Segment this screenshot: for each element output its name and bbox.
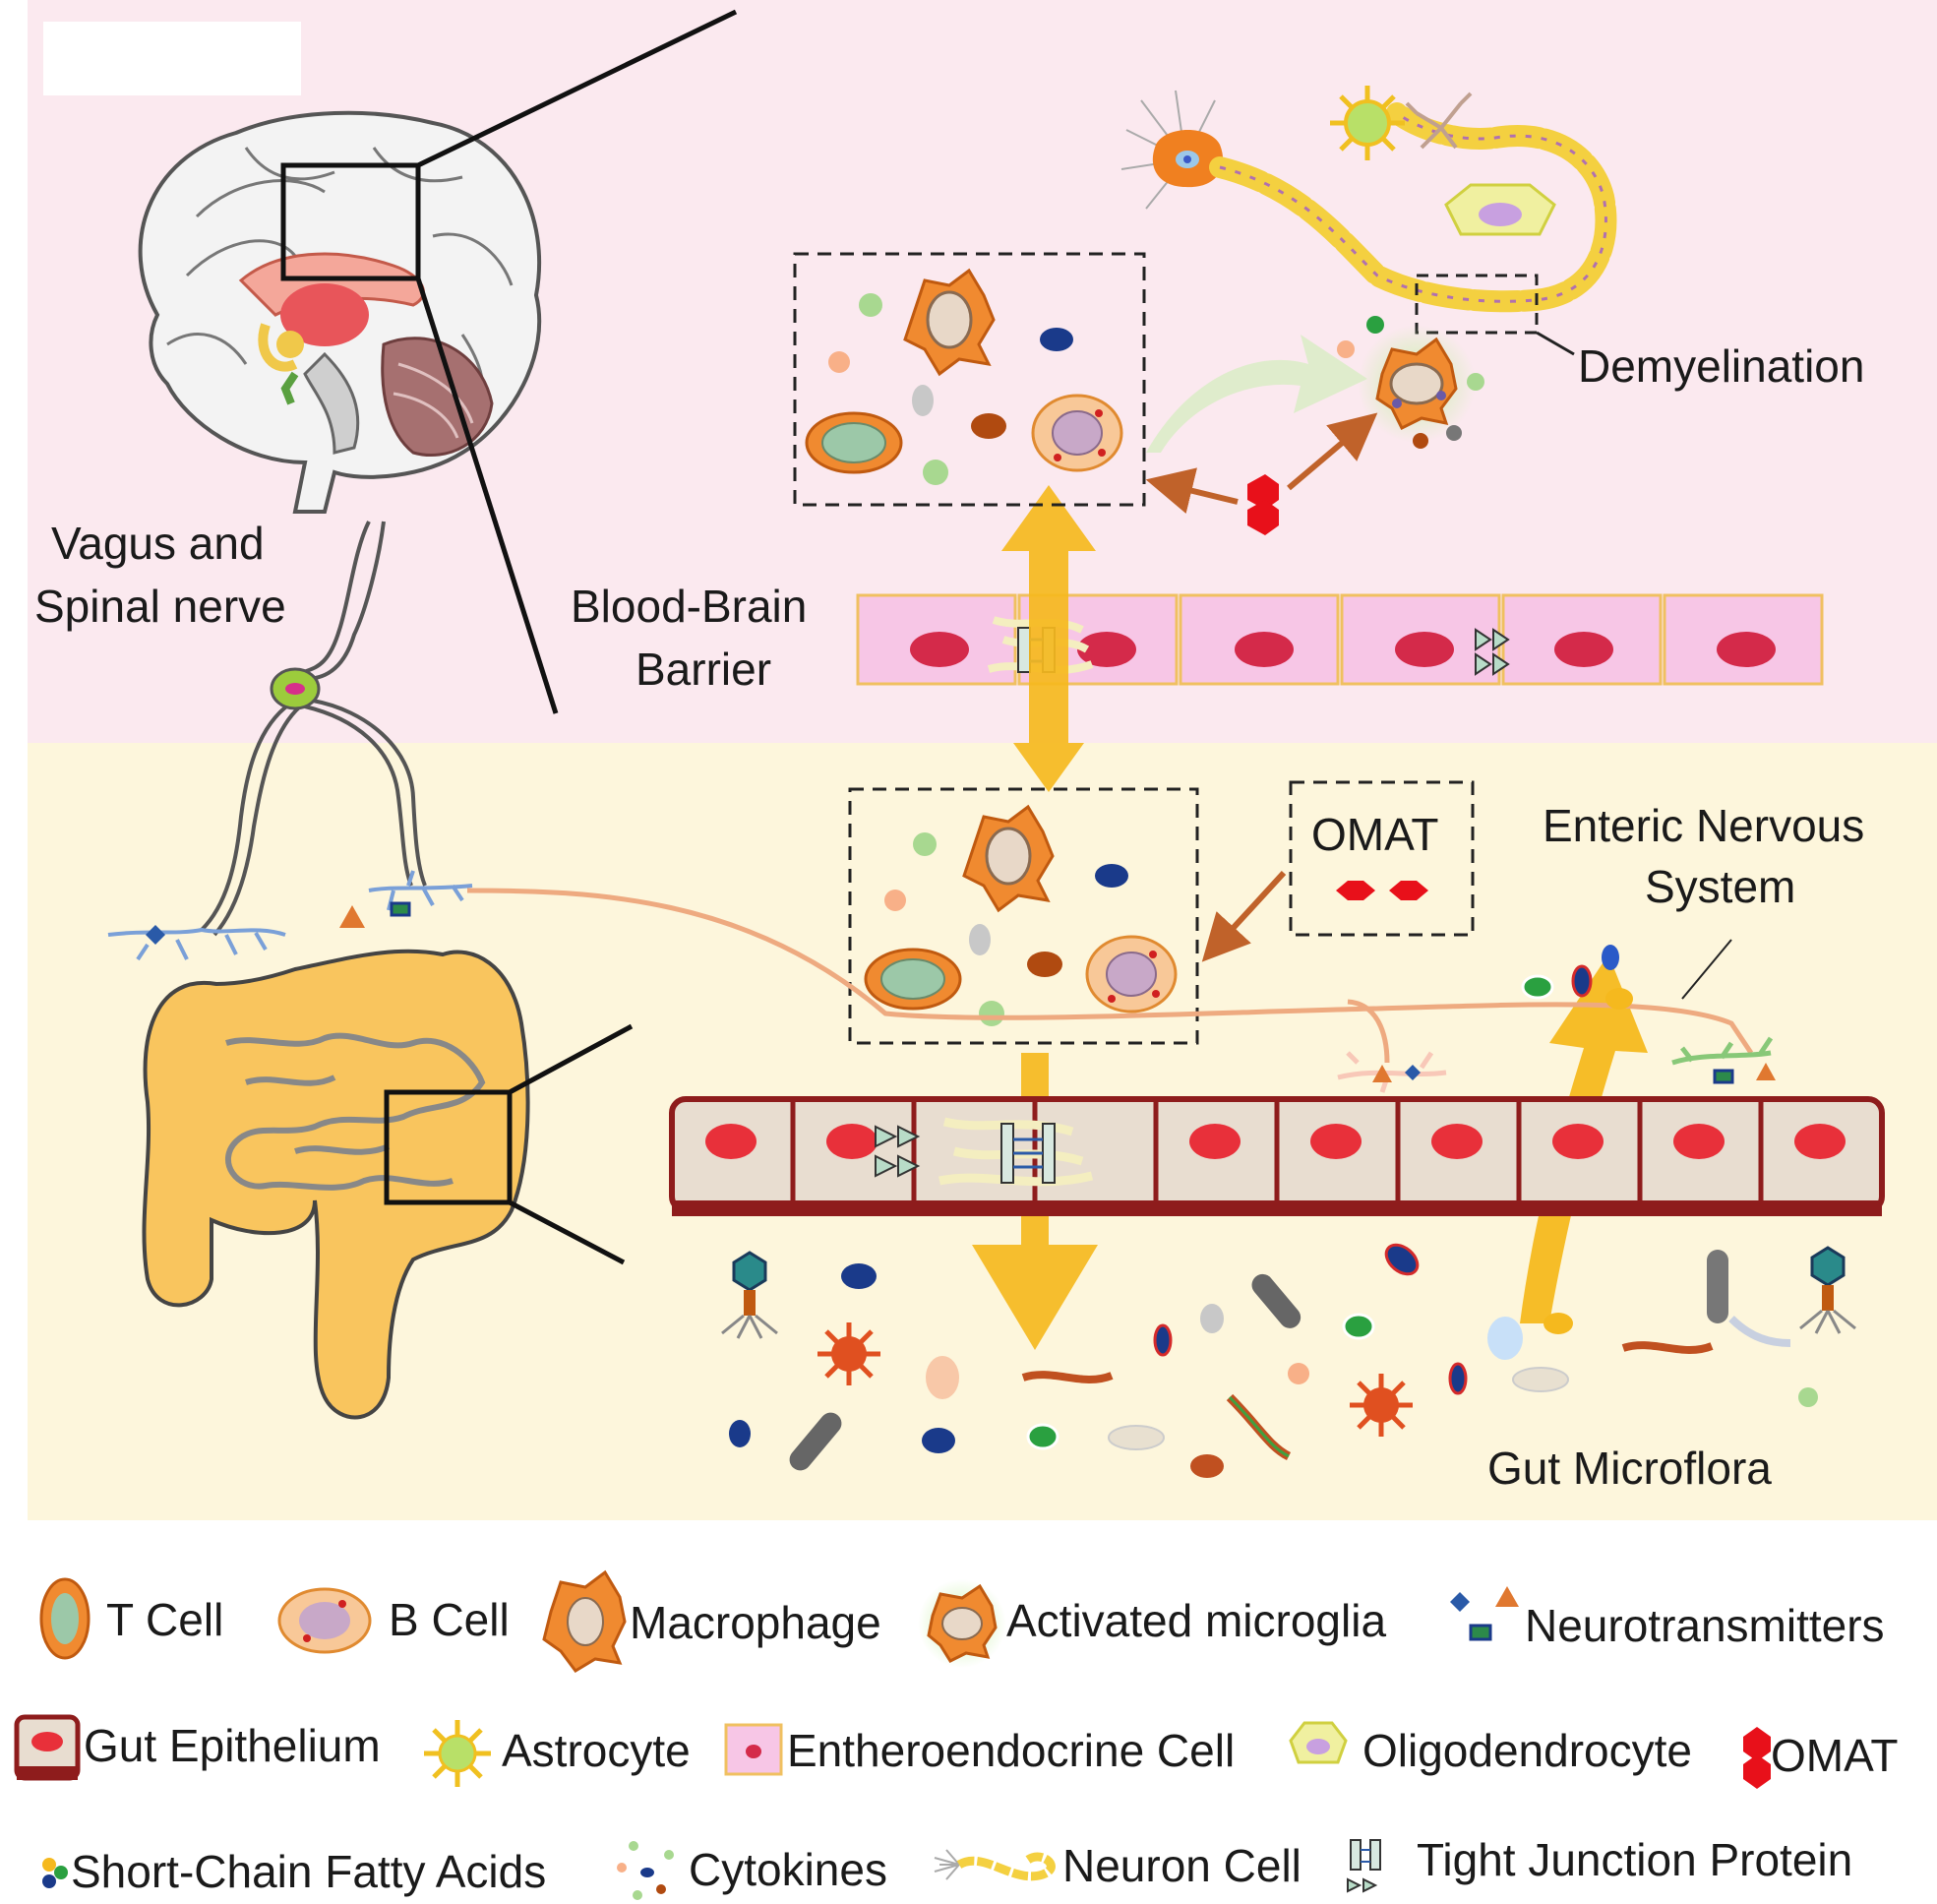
- legend-omat-label: OMAT: [1771, 1730, 1898, 1781]
- virus: [817, 1322, 880, 1385]
- legend-activated-microglia-icon: [918, 1579, 1006, 1668]
- tight-junction-disrupted-gut: [938, 1117, 1094, 1187]
- gut-microflora-label: Gut Microflora: [1487, 1443, 1772, 1494]
- legend-neuron-label: Neuron Cell: [1062, 1840, 1301, 1891]
- macrophage: [962, 804, 1055, 913]
- legend-scfa-label: Short-Chain Fatty Acids: [71, 1846, 546, 1897]
- legend-t-cell: T Cell: [39, 1577, 223, 1660]
- demyelination-box: [1415, 274, 1539, 335]
- legend-gut-epithelium-icon: [14, 1714, 81, 1781]
- tight-junction-intact-bbb: [1475, 628, 1510, 676]
- gut-epithelium: [669, 1096, 1885, 1216]
- neuron-and-glia: Demyelination: [1120, 86, 1864, 449]
- b-cell: [1031, 394, 1123, 472]
- macrophage: [903, 268, 996, 377]
- legend-oligodendrocyte-label: Oligodendrocyte: [1362, 1725, 1692, 1776]
- legend-macrophage-icon: [542, 1569, 627, 1673]
- legend-omat-icon: [1743, 1727, 1771, 1789]
- legend-t-cell-label: T Cell: [106, 1594, 223, 1645]
- brain-immune-cells-box: [793, 252, 1146, 507]
- brain-illustration: [138, 9, 738, 714]
- b-cell: [1085, 935, 1178, 1013]
- omat-brain: [1247, 474, 1279, 535]
- oligodendrocyte: [1444, 183, 1556, 236]
- legend-activated-microglia-label: Activated microglia: [1006, 1595, 1386, 1646]
- t-cell: [864, 948, 962, 1011]
- legend-cytokines-label: Cytokines: [689, 1844, 887, 1895]
- enteric-nervous-system: Enteric Nervous System: [466, 800, 1864, 1093]
- legend-neurotransmitters-icon: [1450, 1586, 1519, 1641]
- legend-enteroendocrine-icon: [724, 1723, 783, 1776]
- virus: [1350, 1374, 1413, 1437]
- cytokines: [828, 293, 1073, 485]
- ens-label-line1: Enteric Nervous: [1543, 800, 1864, 851]
- intestine-illustration: [142, 949, 634, 1420]
- bacteriophage: [1799, 1246, 1856, 1334]
- legend-astrocyte-icon: [424, 1720, 491, 1787]
- legend-neurotransmitters-label: Neurotransmitters: [1525, 1600, 1885, 1651]
- legend-gut-epithelium-label: Gut Epithelium: [84, 1720, 381, 1771]
- brain-zoom-box: [280, 162, 421, 281]
- gut-immune-cells-box: [848, 787, 1199, 1045]
- legend-enteroendocrine-label: Entheroendocrine Cell: [787, 1725, 1235, 1776]
- omat-arrow-gut: [1201, 870, 1287, 962]
- legend-scfa-icon: [42, 1858, 68, 1888]
- microglia-resting: [1405, 92, 1473, 150]
- vagus-label-line1: Vagus and: [51, 518, 265, 569]
- bbb-label-line2: Barrier: [636, 644, 771, 695]
- legend: T Cell B Cell Macrophage Activated micro…: [14, 1569, 1898, 1900]
- legend-b-cell-label: B Cell: [389, 1594, 510, 1645]
- ens-label-line2: System: [1645, 861, 1795, 912]
- gut-microflora: Gut Microflora: [721, 1243, 1856, 1494]
- vagus-label-line2: Spinal nerve: [34, 581, 286, 632]
- intestine-zoom-box: [384, 1089, 513, 1205]
- vagus-nerve: Vagus and Spinal nerve: [34, 518, 473, 961]
- green-curved-arrow: [1146, 335, 1367, 453]
- omat-box-label: OMAT: [1311, 809, 1438, 860]
- activated-microglia: [1358, 325, 1476, 443]
- legend-b-cell: B Cell: [277, 1587, 510, 1654]
- legend-cytokines-icon: [617, 1841, 674, 1900]
- bacteriophage: [721, 1251, 778, 1339]
- legend-astrocyte-label: Astrocyte: [502, 1725, 691, 1776]
- neuron-cell-body: [1120, 90, 1224, 210]
- omat-box: OMAT: [1289, 780, 1475, 937]
- bbb-label-line1: Blood-Brain: [571, 581, 807, 632]
- astrocyte: [1330, 86, 1405, 160]
- translocation-arrow-bbb: [1001, 485, 1096, 792]
- legend-oligodendrocyte-icon: [1289, 1721, 1348, 1764]
- legend-tight-junction-label: Tight Junction Protein: [1417, 1834, 1852, 1885]
- t-cell: [805, 411, 903, 474]
- tight-junction-intact-gut: [875, 1125, 921, 1178]
- demyelination-label: Demyelination: [1578, 340, 1864, 392]
- legend-macrophage-label: Macrophage: [630, 1597, 881, 1648]
- legend-neuron-icon: [934, 1849, 1056, 1881]
- legend-tight-junction-icon: [1347, 1839, 1381, 1893]
- blank-label-box: [43, 22, 301, 95]
